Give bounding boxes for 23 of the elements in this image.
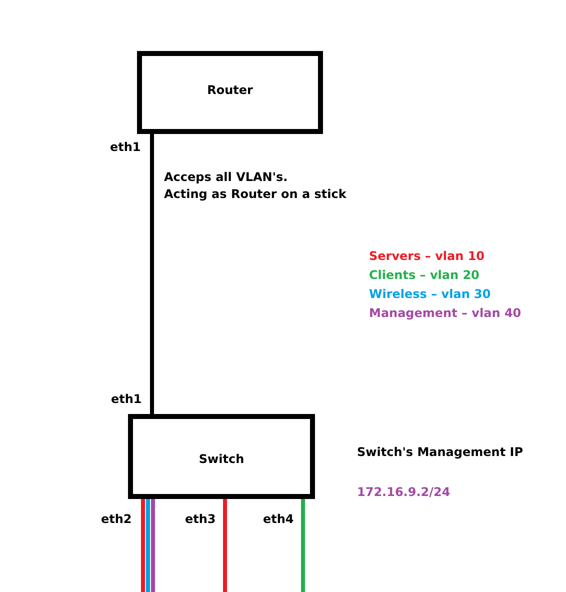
- cable-line: [301, 499, 305, 592]
- cable-line: [141, 499, 145, 592]
- note-text: Acceps all VLAN's.: [164, 170, 288, 184]
- cable-line: [151, 499, 155, 592]
- device-label: Router: [207, 83, 253, 97]
- device-box: [128, 414, 315, 499]
- info-text: Switch's Management IP: [357, 445, 523, 459]
- port-label: eth3: [185, 512, 216, 526]
- cable-line: [146, 499, 150, 592]
- trunk-line: [150, 134, 154, 414]
- legend-entry: Clients – vlan 20: [369, 268, 480, 282]
- ip-address: 172.16.9.2/24: [357, 485, 450, 499]
- port-label: eth2: [101, 512, 132, 526]
- port-label: eth4: [263, 512, 294, 526]
- legend-entry: Servers – vlan 10: [369, 249, 485, 263]
- port-label: eth1: [111, 392, 142, 406]
- device-label: Switch: [198, 452, 244, 466]
- port-label: eth1: [110, 140, 141, 154]
- legend-entry: Wireless – vlan 30: [369, 287, 491, 301]
- legend-entry: Management – vlan 40: [369, 306, 522, 320]
- note-text: Acting as Router on a stick: [164, 187, 346, 201]
- device-box: [137, 51, 323, 134]
- cable-line: [223, 499, 227, 592]
